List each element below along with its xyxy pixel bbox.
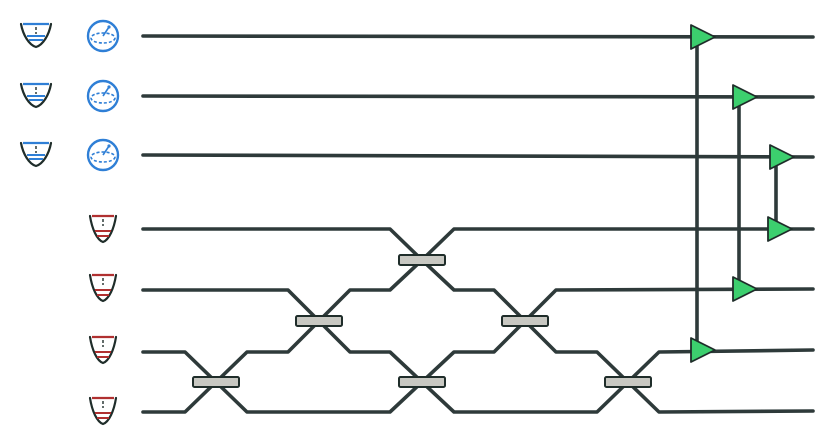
harmonic-well-icon (19, 141, 53, 168)
harmonic-well-icon (88, 214, 118, 244)
blue-mode-icons (19, 19, 120, 172)
coupler-triangle-icon (690, 24, 716, 50)
wire-red-2 (141, 258, 815, 323)
bloch-sphere-icon (86, 19, 120, 53)
coupler-triangle-icon (769, 144, 795, 170)
harmonic-well-icon (19, 82, 53, 109)
coupler-triangle-icon (767, 216, 793, 242)
coupler-triangle-icon (690, 337, 716, 363)
beamsplitter (501, 315, 549, 327)
harmonic-well-icon (19, 22, 53, 49)
beamsplitters (192, 254, 652, 388)
coupler-triangle-icon (732, 84, 758, 110)
harmonic-well-icon (88, 273, 118, 303)
beamsplitter (398, 376, 446, 388)
wire-blue-2 (141, 94, 815, 99)
beamsplitter (295, 315, 343, 327)
bloch-sphere-icon (86, 138, 120, 172)
harmonic-well-icon (88, 396, 118, 426)
couplers (690, 24, 795, 363)
wire-red-4 (141, 380, 815, 414)
beamsplitter (604, 376, 652, 388)
harmonic-well-icon (88, 335, 118, 365)
wires (141, 34, 815, 414)
beamsplitter (192, 376, 240, 388)
bloch-sphere-icon (86, 79, 120, 113)
red-mode-icons (88, 214, 118, 426)
beamsplitter (398, 254, 446, 266)
wire-blue-3 (141, 153, 815, 159)
wire-red-1 (141, 227, 815, 262)
coupler-triangle-icon (732, 276, 758, 302)
